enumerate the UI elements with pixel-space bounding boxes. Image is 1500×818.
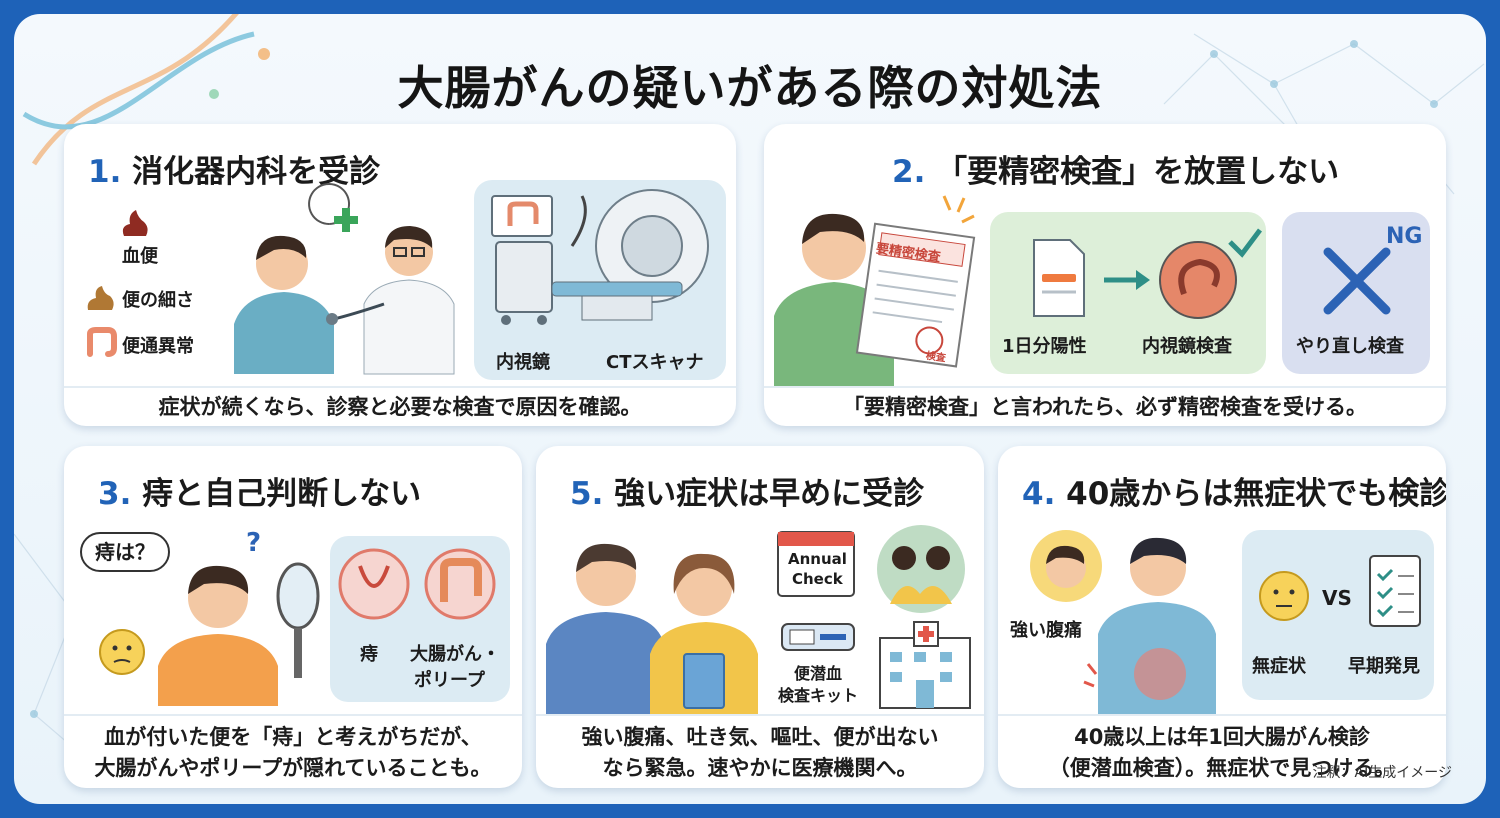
card-title: 3. 痔と自己判断しない bbox=[98, 476, 422, 512]
ai-image-note: 注釈：AI生成イメージ bbox=[1312, 765, 1452, 781]
person-with-document-illustration bbox=[774, 195, 976, 386]
retest-label: やり直し検査 bbox=[1296, 336, 1404, 357]
intestine-icon bbox=[87, 327, 117, 357]
card-title: 4. 40歳からは無症状でも検診 bbox=[1022, 476, 1446, 512]
thought-bubble: 痔は？ bbox=[80, 532, 170, 572]
question-mark: ? bbox=[246, 528, 262, 558]
condition-label: 大腸がん・ bbox=[410, 644, 500, 665]
condition-label: 痔 bbox=[360, 644, 378, 665]
hospital-icon bbox=[879, 621, 971, 709]
calendar-line: Annual bbox=[788, 550, 847, 568]
card-title: 2. 「要精密検査」を放置しない bbox=[892, 154, 1340, 190]
doctor-patient-illustration bbox=[234, 183, 455, 375]
positive-to-endoscopy-flow bbox=[1033, 228, 1262, 319]
card-title: 1. 消化器内科を受診 bbox=[88, 154, 381, 190]
vs-label: VS bbox=[1322, 586, 1352, 610]
calendar-line: Check bbox=[792, 570, 843, 588]
compare-label: 早期発見 bbox=[1348, 656, 1420, 677]
card-seek-care-early: 5. 強い症状は早めに受診 Annual Check 便潜血 bbox=[536, 446, 984, 788]
card-caption: 血が付いた便を「痔」と考えがちだが、 大腸がんやポリープが隠れていることも。 bbox=[64, 714, 522, 788]
flow-label: 内視鏡検査 bbox=[1142, 336, 1232, 357]
card-caption: 症状が続くなら、診察と必要な検査で原因を確認。 bbox=[64, 386, 736, 426]
symptom-label: 便通異常 bbox=[122, 336, 194, 357]
pain-face-icon bbox=[1030, 530, 1102, 602]
blood-stool-icon bbox=[122, 210, 148, 236]
card-dont-ignore-followup: 2. 「要精密検査」を放置しない 要精密検査 検査 bbox=[764, 124, 1446, 426]
ng-label: NG bbox=[1386, 224, 1423, 249]
equipment-panel: 内視鏡 CTスキャナ bbox=[474, 180, 726, 380]
worried-person-illustration bbox=[99, 562, 320, 706]
consultation-icon bbox=[877, 525, 965, 613]
infographic-frame: 大腸がんの疑いがある際の対処法 1. 消化器内科を受診 血便 便の細さ 便通異常 bbox=[14, 14, 1486, 804]
card-caption: 40歳以上は年1回大腸がん検診 （便潜血検査）。無症状で見つける。 bbox=[998, 714, 1446, 788]
card-not-just-hemorrhoids: 3. 痔と自己判断しない 痔は？ ? 痔 大腸がん・ ポリープ bbox=[64, 446, 522, 788]
test-kit-icon bbox=[781, 623, 855, 651]
card-consult-gastro: 1. 消化器内科を受診 血便 便の細さ 便通異常 bbox=[64, 124, 736, 426]
card-title: 5. 強い症状は早めに受診 bbox=[570, 476, 925, 512]
followup-flow-panel: 1日分陽性 内視鏡検査 bbox=[990, 212, 1266, 374]
test-kit-label: 便潜血 bbox=[794, 664, 843, 683]
ng-retest-panel: NG やり直し検査 bbox=[1282, 212, 1430, 374]
cross-icon bbox=[1323, 247, 1391, 315]
equipment-label: CTスキャナ bbox=[606, 352, 704, 373]
condition-label: ポリープ bbox=[414, 670, 485, 691]
face-vs-checklist bbox=[1259, 555, 1421, 627]
pain-label: 強い腹痛 bbox=[1010, 620, 1082, 641]
hemorrhoid-colon-icons bbox=[338, 548, 496, 620]
condition-panel: 痔 大腸がん・ ポリープ bbox=[330, 536, 510, 702]
card-caption: 「要精密検査」と言われたら、必ず精密検査を受ける。 bbox=[764, 386, 1446, 426]
card-caption: 強い腹痛、吐き気、嘔吐、便が出ない なら緊急。速やかに医療機関へ。 bbox=[536, 714, 984, 788]
compare-label: 無症状 bbox=[1252, 656, 1306, 677]
flow-label: 1日分陽性 bbox=[1002, 336, 1087, 357]
document-stamp: 検査 bbox=[925, 350, 947, 365]
thin-stool-icon bbox=[87, 286, 114, 310]
equipment-label: 内視鏡 bbox=[496, 352, 550, 373]
early-detection-panel: VS 無症状 早期発見 bbox=[1242, 530, 1434, 700]
endoscope-ct-illustration bbox=[491, 189, 709, 325]
symptom-label: 便の細さ bbox=[122, 290, 194, 311]
page-title: 大腸がんの疑いがある際の対処法 bbox=[397, 61, 1103, 115]
stomach-pain-illustration bbox=[1083, 537, 1216, 714]
calendar-icon bbox=[777, 531, 855, 597]
symptom-label: 血便 bbox=[122, 246, 158, 267]
couple-illustration bbox=[546, 543, 758, 714]
card-screening-from-40: 4. 40歳からは無症状でも検診 強い腹痛 bbox=[998, 446, 1446, 788]
test-kit-label: 検査キット bbox=[778, 686, 859, 705]
